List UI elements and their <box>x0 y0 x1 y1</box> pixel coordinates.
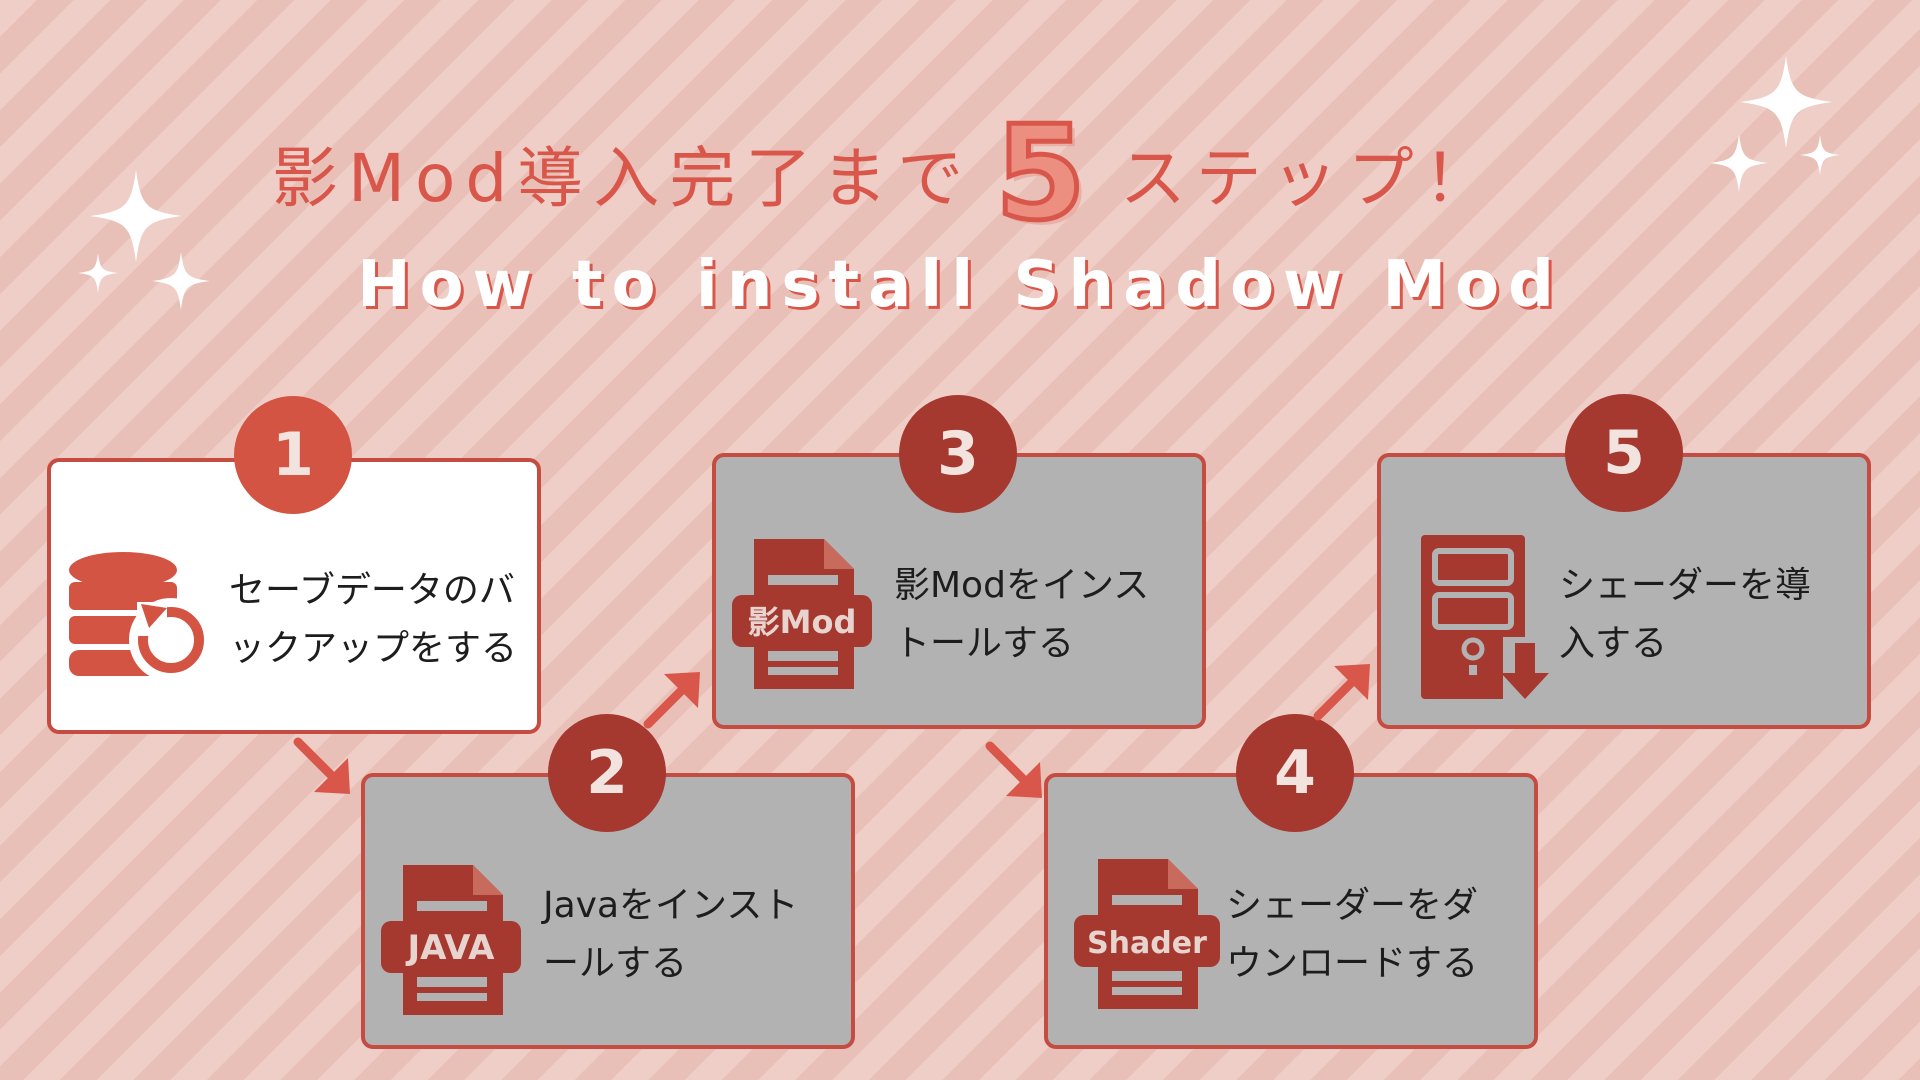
arrow-up-right-icon-4-to-5 <box>1312 660 1374 722</box>
sparkle-icon-right-large <box>1740 56 1832 148</box>
title-step-count: 5 <box>993 97 1088 249</box>
arrow-up-right-icon-2-to-3 <box>642 668 704 730</box>
step-3-text: 影Modをインス トールする <box>894 565 1150 664</box>
sparkle-icon-left-small <box>78 253 118 293</box>
page-title: 影Mod導入完了まで 5 ステップ！ <box>272 97 1500 249</box>
step-card-1: セーブデータのバ ックアップをする <box>47 458 541 734</box>
java-file-icon: JAVA <box>381 865 521 1015</box>
arrow-down-right-icon-3-to-4 <box>984 740 1046 802</box>
step-3-number-badge: 3 <box>899 395 1017 513</box>
shader-file-icon: Shader <box>1074 859 1220 1009</box>
step-5-text: シェーダーを導 入する <box>1559 565 1812 664</box>
step-1-number-badge: 1 <box>234 396 352 514</box>
mod-file-icon: 影Mod <box>732 539 872 689</box>
sparkle-icon-left-medium <box>152 252 210 310</box>
title-suffix: ステップ！ <box>1119 140 1500 217</box>
page-subtitle: How to install Shadow Mod <box>357 248 1563 322</box>
java-file-icon-label: JAVA <box>406 928 496 968</box>
sparkle-icon-left-large <box>90 170 182 262</box>
sparkle-icon-right-medium <box>1710 134 1768 192</box>
database-restore-icon <box>65 548 215 688</box>
sparkle-icon-right-small <box>1800 135 1840 175</box>
step-5-number-badge: 5 <box>1565 394 1683 512</box>
arrow-down-right-icon-1-to-2 <box>292 736 354 798</box>
step-2-number-badge: 2 <box>548 714 666 832</box>
shader-file-icon-label: Shader <box>1087 926 1207 961</box>
pc-install-icon <box>1421 535 1571 705</box>
mod-file-icon-label: 影Mod <box>748 603 857 641</box>
step-2-text: Javaをインスト ールする <box>543 885 799 984</box>
step-1-text: セーブデータのバ ックアップをする <box>229 570 518 669</box>
step-4-text: シェーダーをダ ウンロードする <box>1226 885 1479 984</box>
title-prefix: 影Mod導入完了まで <box>272 140 974 217</box>
step-4-number-badge: 4 <box>1236 714 1354 832</box>
